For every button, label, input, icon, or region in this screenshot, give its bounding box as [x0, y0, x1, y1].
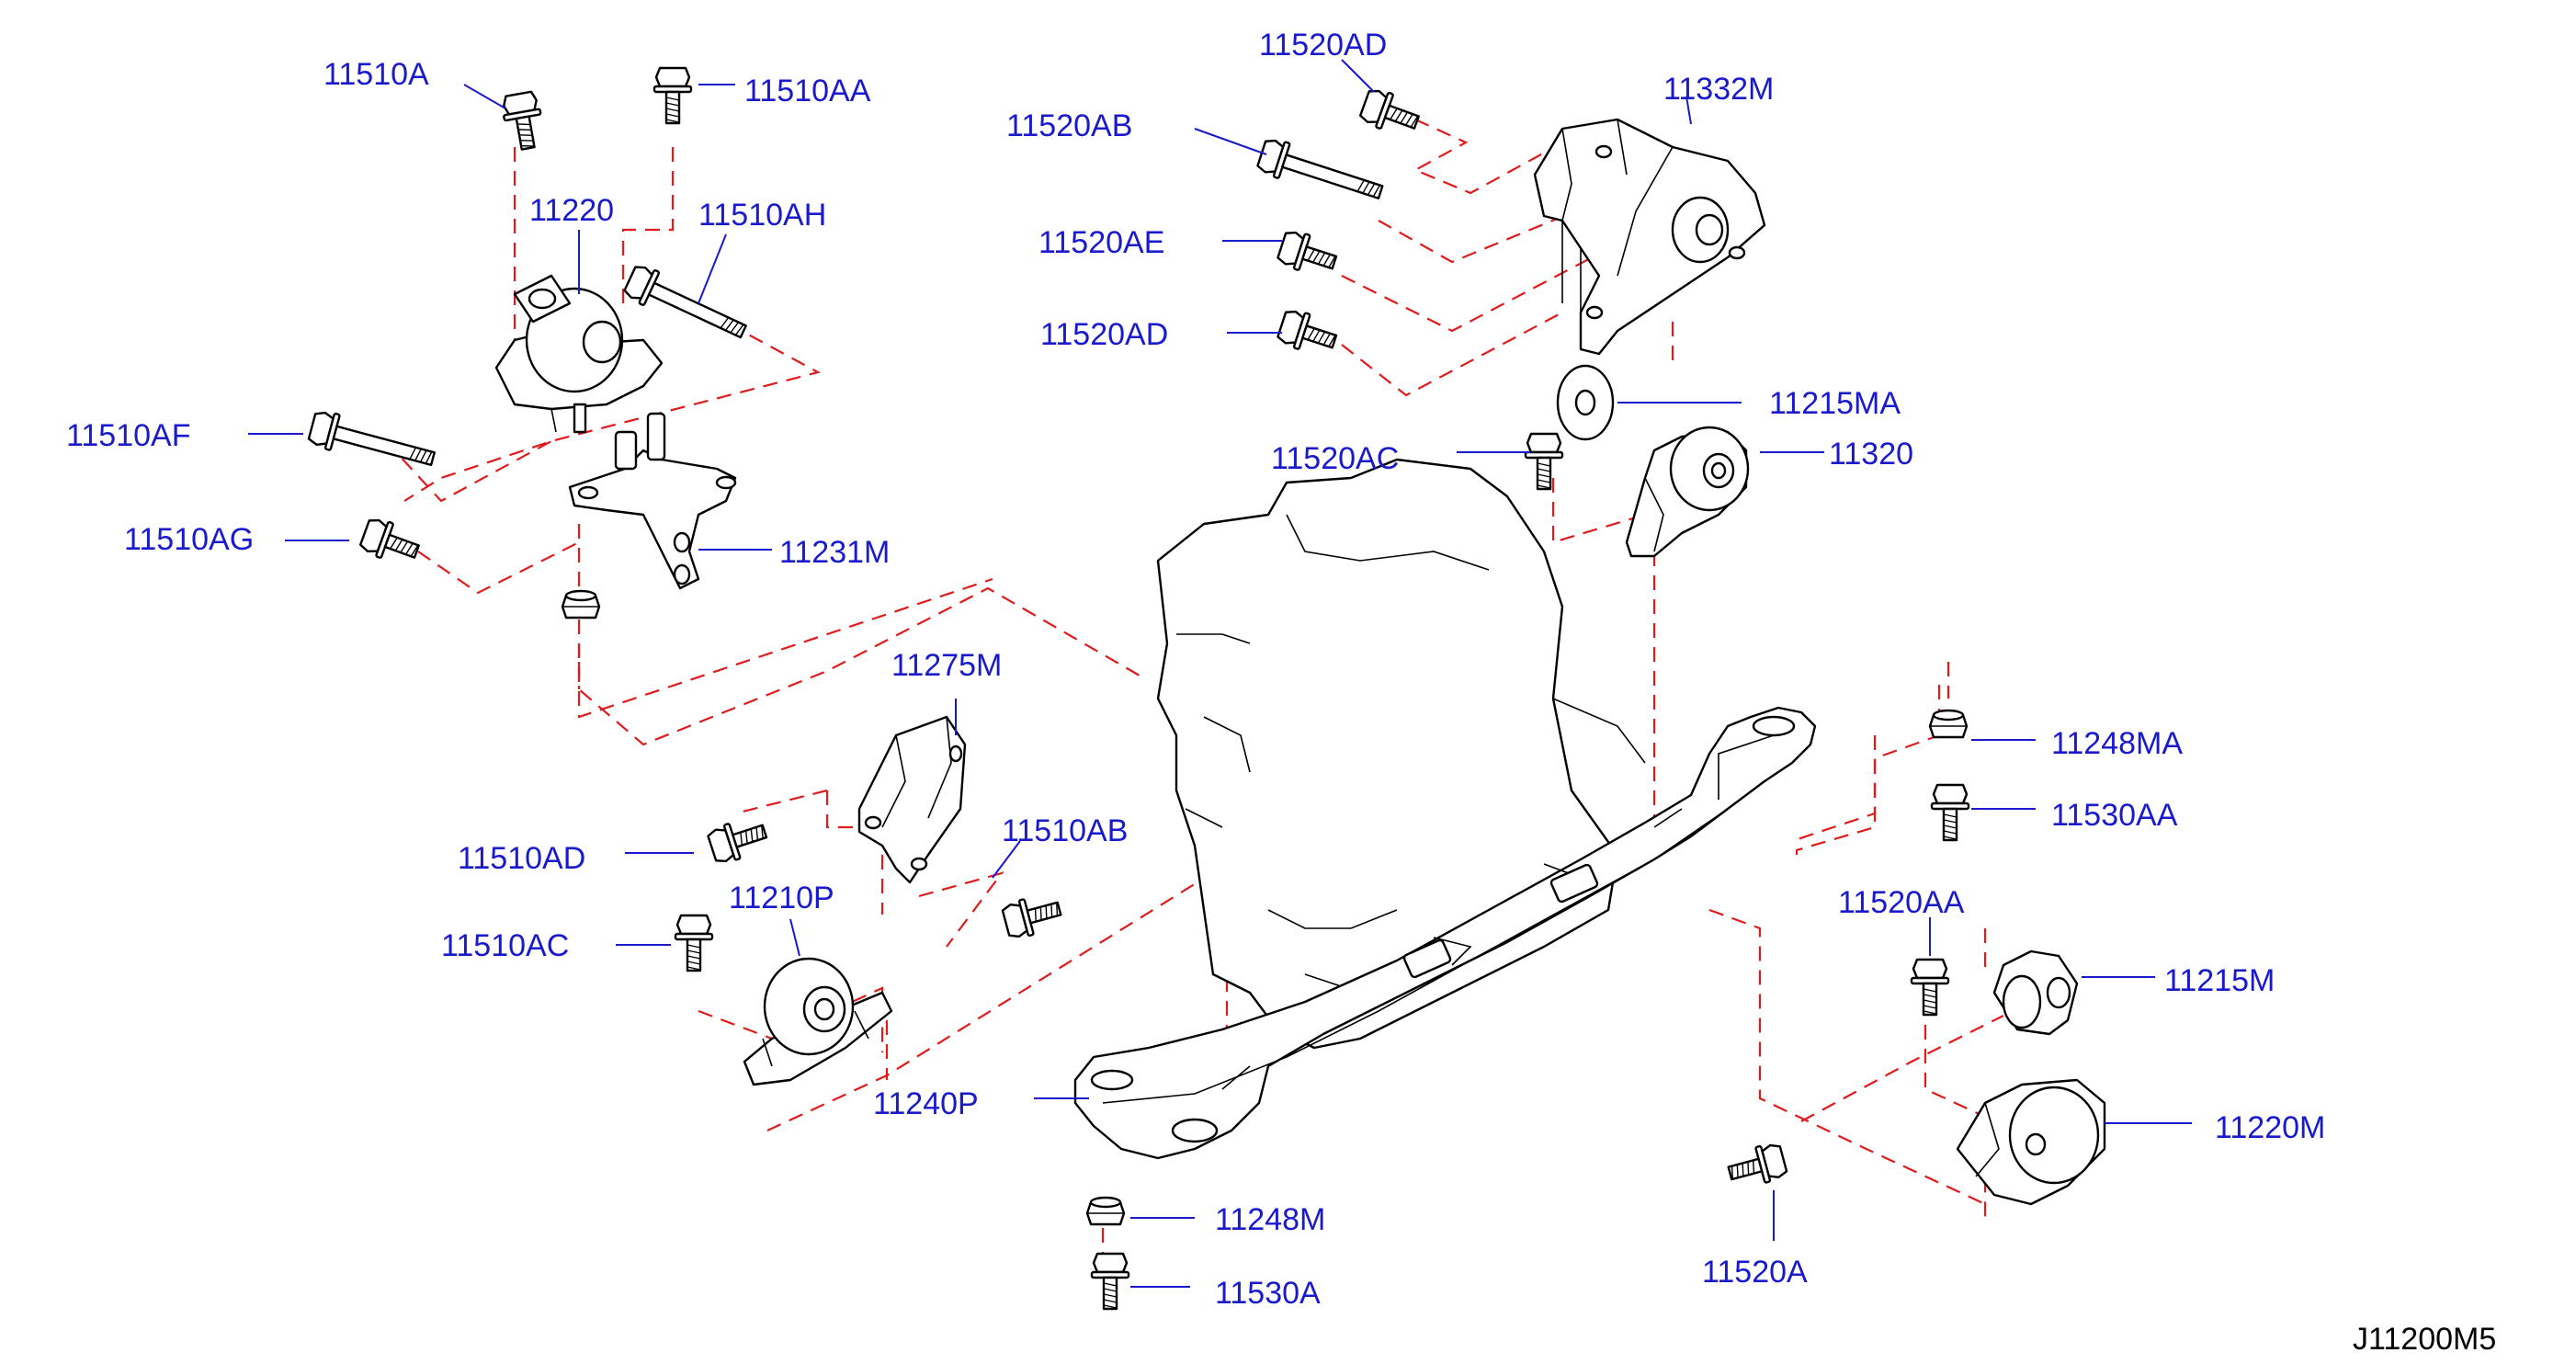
label-11520AD: 11520AD	[1040, 317, 1168, 352]
part-labels: 11510A 11510AA 11220 11510AH 11510AF 115…	[66, 28, 2496, 1357]
label-11248MA: 11248MA	[2051, 726, 2183, 761]
label-11510A: 11510A	[323, 57, 429, 92]
bracket-11231M	[568, 412, 737, 590]
bracket-11275M	[857, 715, 967, 884]
label-11520AE: 11520AE	[1038, 225, 1164, 260]
label-11320: 11320	[1829, 437, 1913, 472]
label-11520AA: 11520AA	[1838, 885, 1965, 920]
label-11240P: 11240P	[873, 1086, 979, 1121]
label-11231M: 11231M	[779, 535, 890, 570]
mount-11215M	[1992, 949, 2079, 1036]
label-11210P: 11210P	[729, 881, 834, 915]
label-11530A: 11530A	[1215, 1276, 1321, 1311]
label-11510AG: 11510AG	[124, 522, 254, 557]
mount-11210P	[743, 957, 893, 1086]
label-11520A: 11520A	[1702, 1255, 1808, 1290]
label-11510AF: 11510AF	[66, 418, 190, 453]
reference-code: J11200M5	[2353, 1322, 2496, 1357]
leader-lines	[248, 59, 2192, 1288]
mount-11320	[1625, 426, 1750, 558]
label-11510AC: 11510AC	[441, 928, 569, 963]
label-11215MA: 11215MA	[1769, 386, 1901, 421]
crossmember	[1073, 706, 1817, 1160]
mount-11220	[494, 274, 664, 434]
label-11510AD: 11510AD	[458, 841, 585, 876]
label-11510AH: 11510AH	[698, 198, 826, 233]
label-11215M: 11215M	[2164, 963, 2275, 998]
label-11332M: 11332M	[1663, 72, 1774, 107]
label-11220: 11220	[529, 193, 614, 228]
label-11520AB: 11520AB	[1006, 108, 1132, 143]
label-11520AC: 11520AC	[1271, 441, 1399, 476]
bracket-11332M	[1533, 118, 1766, 356]
engine-block	[1156, 458, 1646, 1050]
label-11510AB: 11510AB	[1002, 813, 1128, 848]
label-11510AA: 11510AA	[744, 74, 871, 108]
washer-11215MA	[1556, 364, 1615, 441]
label-11275M: 11275M	[891, 648, 1002, 683]
mount-11220M	[1956, 1078, 2106, 1206]
label-11220M: 11220M	[2215, 1110, 2325, 1145]
label-11520AD-top: 11520AD	[1259, 28, 1387, 63]
label-11530AA: 11530AA	[2051, 798, 2178, 833]
label-11248M: 11248M	[1215, 1202, 1325, 1237]
